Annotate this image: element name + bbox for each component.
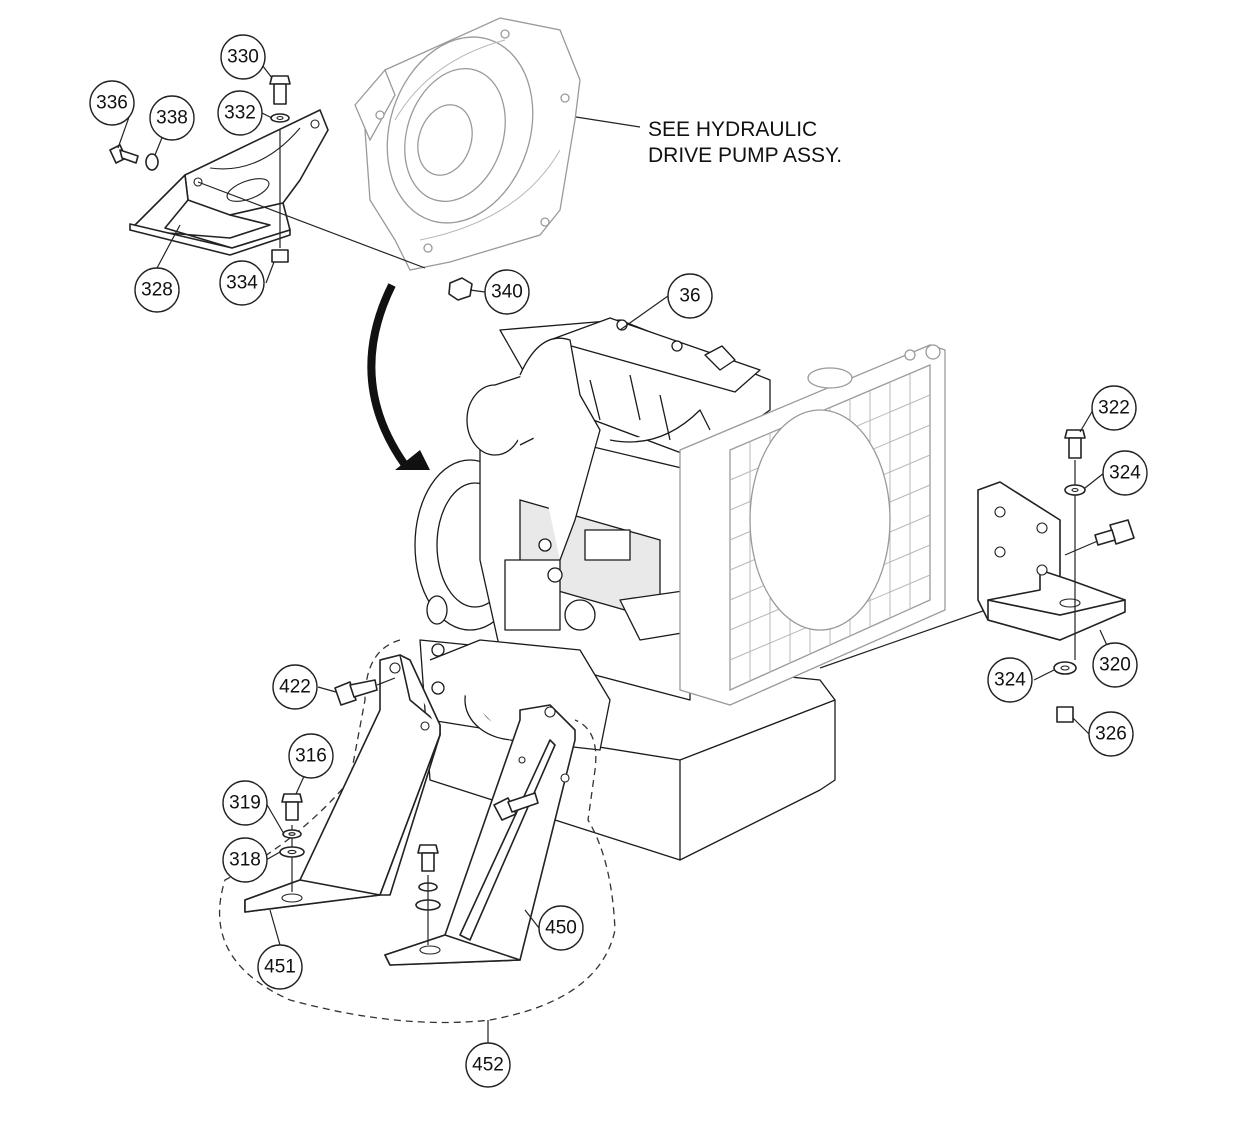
note-line-1: SEE HYDRAULIC — [648, 118, 817, 141]
bracket-451-drawing — [244, 654, 441, 913]
bolt-316-icon — [281, 793, 303, 821]
washer-319-icon — [282, 829, 302, 839]
svg-text:332: 332 — [224, 103, 256, 124]
washer-332-icon — [270, 113, 290, 123]
washer-324-top-icon — [1064, 484, 1086, 496]
svg-text:322: 322 — [1098, 398, 1130, 419]
svg-text:338: 338 — [156, 108, 188, 129]
note-line-2: DRIVE PUMP ASSY. — [648, 144, 842, 167]
washer-318-icon — [279, 846, 305, 858]
bolt-336-icon — [109, 144, 139, 164]
svg-text:324: 324 — [1109, 463, 1141, 484]
note-leader — [575, 116, 641, 128]
callout-322: 322 — [1091, 385, 1137, 431]
side-bolt-icon — [1094, 519, 1135, 546]
bolt-422-axis — [376, 677, 396, 686]
svg-text:422: 422 — [279, 677, 311, 698]
bracket-328-drawing — [129, 109, 329, 256]
callout-324-top: 324 — [1102, 450, 1148, 496]
callout-450: 450 — [538, 905, 584, 951]
callout-316: 316 — [288, 733, 334, 779]
callout-334: 334 — [219, 260, 265, 306]
callout-36: 36 — [667, 273, 713, 319]
svg-text:319: 319 — [229, 793, 261, 814]
assembly-direction-arrow — [367, 283, 430, 470]
bolt-422-icon — [334, 679, 378, 706]
callout-328: 328 — [134, 267, 180, 313]
svg-text:450: 450 — [545, 918, 577, 939]
svg-text:318: 318 — [229, 850, 261, 871]
bracket-320-leader-line — [819, 604, 1001, 669]
callout-336: 336 — [89, 80, 135, 126]
svg-text:452: 452 — [472, 1055, 504, 1076]
radiator-drawing — [679, 344, 946, 706]
bolt-axis-line-right — [1064, 539, 1101, 556]
svg-text:324: 324 — [994, 670, 1026, 691]
callout-326: 326 — [1088, 711, 1134, 757]
bolt-axis-line — [197, 181, 426, 269]
svg-text:328: 328 — [141, 280, 173, 301]
bracket-kit-452-outline — [218, 639, 616, 1024]
svg-text:320: 320 — [1099, 655, 1131, 676]
bolt-330-icon — [269, 75, 291, 105]
svg-text:451: 451 — [264, 957, 296, 978]
callout-319: 319 — [222, 780, 268, 826]
washer-324-bottom-icon — [1053, 661, 1077, 675]
bracket-320-drawing — [977, 481, 1126, 641]
nut-326-icon — [1056, 706, 1074, 723]
callout-318: 318 — [222, 837, 268, 883]
svg-text:334: 334 — [226, 273, 258, 294]
svg-text:316: 316 — [295, 746, 327, 767]
callout-330: 330 — [220, 34, 266, 80]
callout-332: 332 — [217, 90, 263, 136]
side-bolt-450-icon — [493, 792, 539, 821]
svg-text:326: 326 — [1095, 724, 1127, 745]
washer-338-icon — [145, 153, 159, 171]
callout-324-bottom: 324 — [987, 657, 1033, 703]
nut-334-icon — [271, 249, 289, 263]
callout-422: 422 — [272, 664, 318, 710]
callout-320: 320 — [1092, 642, 1138, 688]
callout-451: 451 — [257, 944, 303, 990]
callout-452: 452 — [465, 1042, 511, 1088]
callout-338: 338 — [149, 95, 195, 141]
callout-340: 340 — [484, 269, 530, 315]
bracket-450-drawing — [384, 704, 576, 966]
svg-text:36: 36 — [679, 286, 700, 307]
svg-text:336: 336 — [96, 93, 128, 114]
nut-340-icon — [448, 277, 473, 301]
svg-text:330: 330 — [227, 47, 259, 68]
svg-text:340: 340 — [491, 282, 523, 303]
bolt-322-icon — [1064, 429, 1086, 459]
pump-adapter-housing — [354, 17, 581, 271]
